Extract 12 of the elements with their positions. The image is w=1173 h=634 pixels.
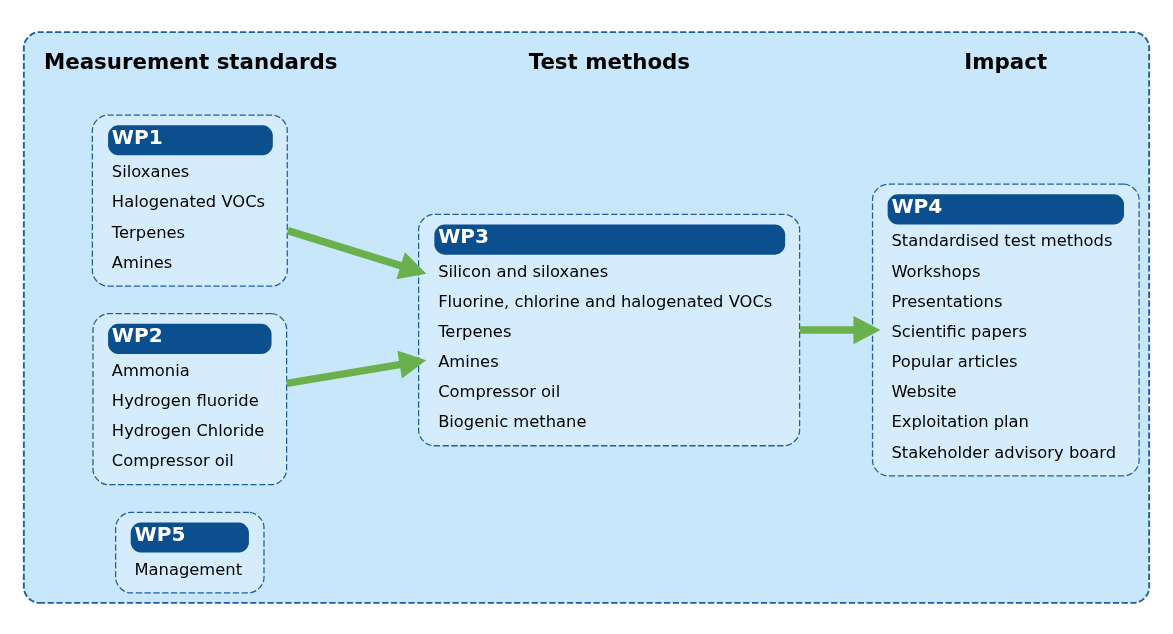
node-box: WP5 Management	[115, 511, 265, 593]
label: Impact	[964, 48, 1048, 74]
arrow	[799, 315, 881, 344]
node-box: WP2 Ammonia Hydrogen fluoride Hydrogen Chloride Compressor oil	[92, 312, 288, 485]
node-box: WP4 Standardised test methods Workshops Presentations Scientific papers Popular articles Website Exploitation plan Stakeholder advisory board	[871, 183, 1140, 477]
node-box: WP3 Silicon and siloxanes Fluorine, chlorine and halogenated VOCs Terpenes Amines Compressor oil Biogenic methane	[418, 213, 801, 446]
label: Measurement standards	[43, 48, 338, 74]
arrow	[286, 226, 427, 279]
label: Test methods	[528, 48, 691, 74]
cluster	[22, 30, 1151, 604]
arrow	[286, 350, 427, 387]
node-box: WP1 Siloxanes Halogenated VOCs Terpenes Amines	[91, 113, 288, 287]
